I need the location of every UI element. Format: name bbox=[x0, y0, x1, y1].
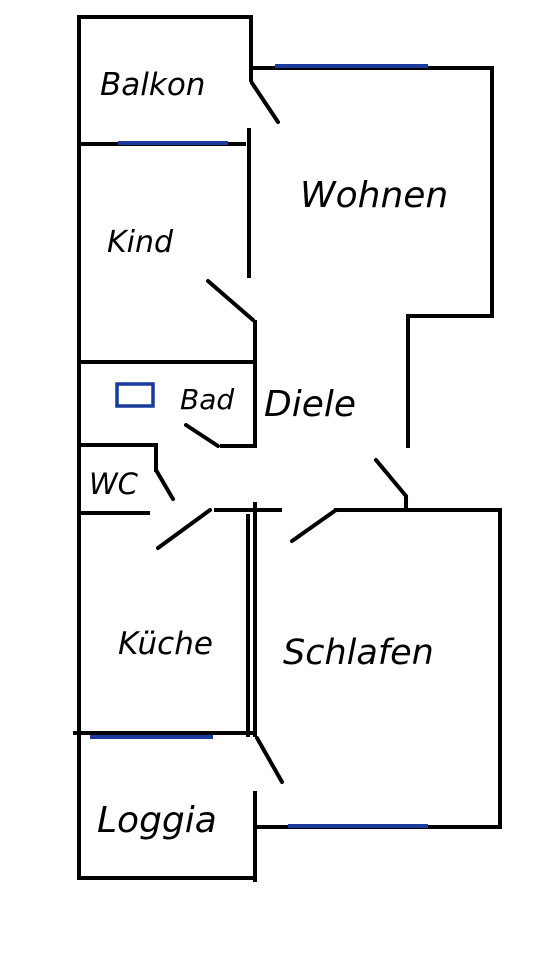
bad-window-icon bbox=[115, 382, 155, 408]
room-label-diele: Diele bbox=[264, 384, 356, 425]
room-label-schlafen: Schlafen bbox=[283, 633, 434, 673]
room-label-kueche: Küche bbox=[118, 626, 213, 662]
door-loggia bbox=[255, 736, 284, 784]
door-schlafen bbox=[290, 508, 338, 543]
room-label-loggia: Loggia bbox=[97, 800, 217, 841]
windows bbox=[90, 64, 428, 828]
room-labels: Balkon Wohnen Kind Bad Diele WC Küche Sc… bbox=[89, 67, 448, 841]
room-label-kind: Kind bbox=[107, 225, 174, 260]
room-label-bad: Bad bbox=[180, 383, 234, 416]
doors bbox=[154, 81, 408, 784]
room-label-wc: WC bbox=[89, 467, 139, 501]
door-kind bbox=[206, 279, 255, 322]
door-wc bbox=[154, 468, 175, 501]
door-wohnen bbox=[374, 458, 408, 498]
door-kueche bbox=[156, 508, 212, 550]
room-label-balkon: Balkon bbox=[100, 67, 205, 103]
walls bbox=[73, 15, 502, 882]
door-bad bbox=[184, 423, 220, 448]
door-balkon-wohnen bbox=[250, 81, 280, 124]
room-label-wohnen: Wohnen bbox=[300, 175, 448, 216]
